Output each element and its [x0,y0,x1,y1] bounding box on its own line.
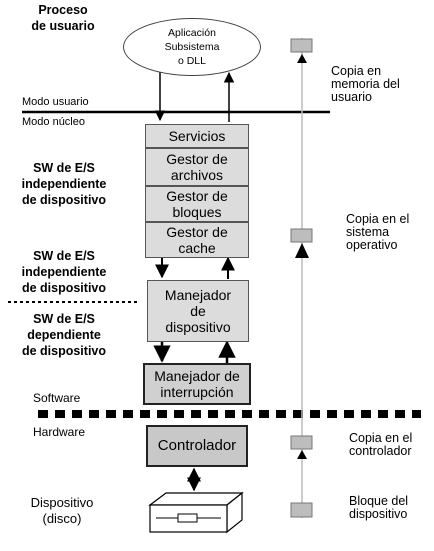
user-mode-label: Modo usuario [22,96,89,108]
copy-controller-label: Copia en el controlador [349,431,413,458]
copy-user-triangle [297,54,307,63]
hardware-label: Hardware [33,425,86,439]
application-ellipse: Aplicación Subsistema o DLL [123,18,261,76]
disk-device-icon [148,491,244,534]
device-block-label: Bloque del dispositivo [349,494,409,521]
copy-controller-square [290,435,313,450]
block-manager-box: Gestor de bloques [145,186,249,222]
copy-so-square [290,228,313,243]
device-driver-box: Manejador de dispositivo [147,280,249,342]
user-process-title: Proceso de usuario [31,3,95,33]
copy-so-triangle [295,243,309,258]
file-manager-box: Gestor de archivos [145,148,249,186]
copy-os-label: Copia en el sistema operativo [346,212,410,252]
sw-dependent-label: SW de E/S dependiente de dispositivo [21,312,107,358]
kernel-mode-label: Modo núcleo [22,116,85,128]
copy-user-square [290,38,313,53]
sw-independent-label-1: SW de E/S independiente de dispositivo [21,161,107,207]
sw-independent-label-2: SW de E/S independiente de dispositivo [21,249,107,295]
device-disk-label: Dispositivo (disco) [30,495,94,526]
software-label: Software [33,391,81,405]
block-device-square [290,502,313,518]
controller-box: Controlador [146,425,248,467]
interrupt-handler-box: Manejador de interrupción [143,363,251,405]
cache-manager-box: Gestor de cache [145,222,249,258]
services-box: Servicios [145,124,249,148]
copy-controller-triangle [297,450,307,459]
copy-user-memory-label: Copia en memoria del usuario [331,64,400,104]
